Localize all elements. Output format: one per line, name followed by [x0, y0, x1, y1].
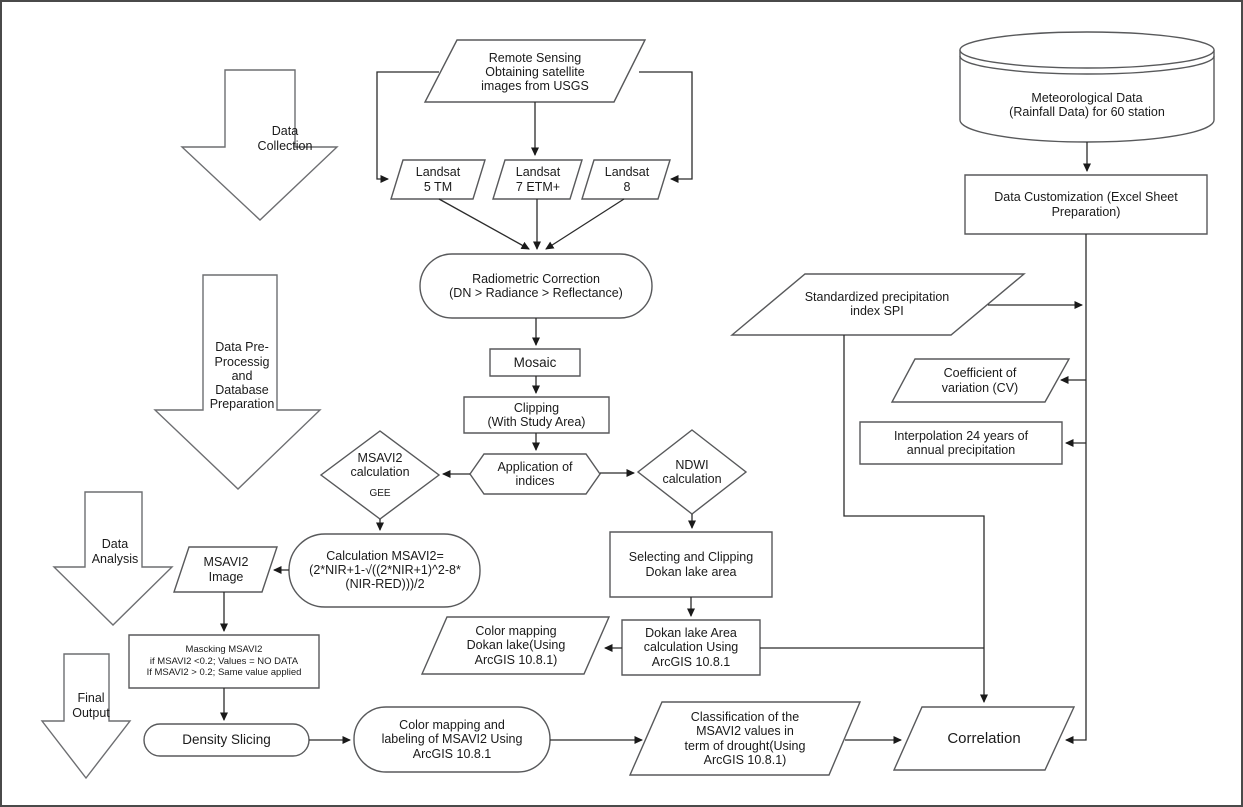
ndwi-calc-shape — [638, 430, 746, 514]
cv-shape — [892, 359, 1069, 402]
met-data-cylinder-top — [960, 32, 1214, 68]
conn-datacustom-to-correlation — [1065, 234, 1086, 744]
msavi2-calc-shape — [321, 431, 439, 519]
correlation-shape — [894, 707, 1074, 770]
color-map-dokan-shape — [422, 617, 609, 674]
connectors — [220, 72, 1091, 744]
conn-remote-to-landsat5 — [377, 72, 439, 183]
landsat8-shape — [582, 160, 670, 199]
met-data-cylinder-rim — [960, 56, 1214, 74]
formula-shape — [289, 534, 480, 607]
indices-shape — [470, 454, 600, 494]
data-preprocessing-arrow — [155, 275, 320, 489]
classification-shape — [630, 702, 860, 775]
data-analysis-arrow — [54, 492, 172, 625]
mosaic-shape — [490, 349, 580, 376]
final-output-arrow — [42, 654, 130, 778]
spi-shape — [732, 274, 1024, 335]
radiometric-shape — [420, 254, 652, 318]
conn-landsat5-to-radiometric — [439, 199, 530, 249]
masking-shape — [129, 635, 319, 688]
density-shape — [144, 724, 309, 756]
stage-arrow-shapes — [42, 70, 337, 778]
conn-landsat8-to-radiometric — [545, 199, 624, 249]
landsat5-shape — [391, 160, 485, 199]
data-collection-arrow — [182, 70, 337, 220]
selecting-shape — [610, 532, 772, 597]
conn-remote-to-landsat8 — [639, 72, 692, 183]
dokan-area-shape — [622, 620, 760, 675]
interpolation-shape — [860, 422, 1062, 464]
msavi2-image-shape — [174, 547, 277, 592]
clipping-shape — [464, 397, 609, 433]
landsat7-shape — [493, 160, 582, 199]
color-map-msavi2-shape — [354, 707, 550, 772]
node-shapes — [129, 32, 1214, 775]
conn-spi-to-correlation — [844, 335, 988, 703]
met-data-cylinder-body — [960, 50, 1214, 142]
data-custom-shape — [965, 175, 1207, 234]
remote-sensing-shape — [425, 40, 645, 102]
